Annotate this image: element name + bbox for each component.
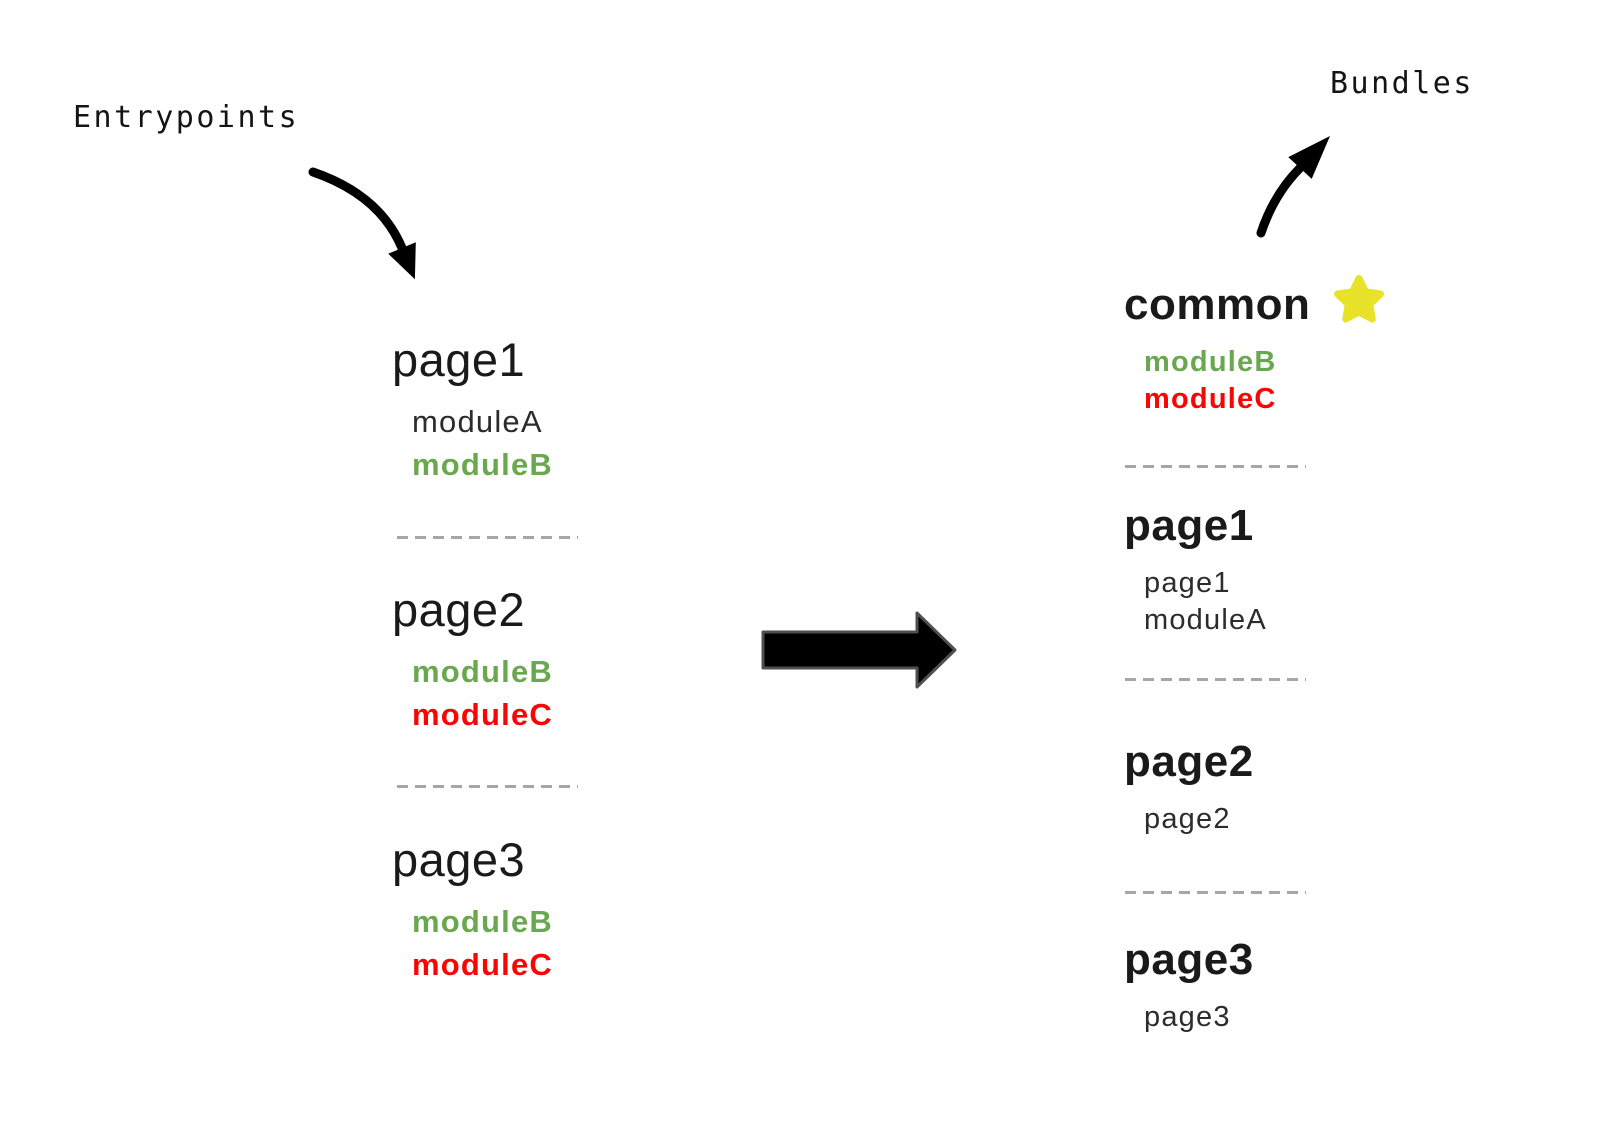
bundle-section-page3: page3 page3	[1124, 936, 1254, 1036]
entrypoint-module-list: moduleA moduleB	[412, 400, 553, 486]
section-divider	[1125, 678, 1306, 681]
entrypoints-label: Entrypoints	[73, 100, 300, 135]
bundles-label: Bundles	[1330, 66, 1474, 101]
module-label: moduleA	[412, 404, 543, 439]
module-label: moduleB	[412, 904, 554, 939]
module-label: moduleC	[1144, 383, 1277, 415]
section-divider	[1125, 891, 1306, 894]
module-label: page2	[1144, 803, 1231, 835]
bundle-name: common	[1124, 280, 1311, 329]
module-label: moduleB	[412, 447, 554, 482]
bundle-section-page2: page2 page2	[1124, 738, 1254, 838]
bundle-section-common: common moduleB moduleC	[1124, 274, 1388, 418]
star-icon	[1330, 271, 1388, 327]
module-label: moduleB	[1144, 346, 1277, 378]
module-label: page3	[1144, 1001, 1231, 1033]
bundle-module-list: page1 moduleA	[1144, 565, 1267, 639]
section-divider	[1125, 465, 1306, 468]
section-divider	[397, 785, 578, 788]
bundle-name-heading: page3	[1124, 936, 1254, 984]
module-label: moduleC	[412, 697, 554, 732]
entrypoint-section-page1: page1 moduleA moduleB	[392, 334, 553, 486]
entrypoint-name: page1	[392, 333, 526, 386]
entrypoint-section-page3: page3 moduleB moduleC	[392, 834, 553, 986]
module-label: moduleC	[412, 947, 554, 982]
entrypoint-name-heading: page2	[392, 584, 553, 636]
bundles-arrow-icon	[1256, 136, 1330, 238]
bundle-name: page2	[1124, 737, 1254, 786]
bundle-module-list: moduleB moduleC	[1144, 344, 1388, 418]
entrypoint-name: page3	[392, 833, 526, 886]
bundle-name-heading: common	[1124, 274, 1388, 329]
bundle-module-list: page3	[1144, 999, 1254, 1036]
transform-arrow-icon	[761, 611, 957, 689]
entrypoint-name-heading: page1	[392, 334, 553, 386]
entrypoint-module-list: moduleB moduleC	[412, 900, 553, 986]
bundle-section-page1: page1 page1 moduleA	[1124, 502, 1267, 639]
entrypoint-name-heading: page3	[392, 834, 553, 886]
entrypoint-name: page2	[392, 583, 526, 636]
bundle-name-heading: page1	[1124, 502, 1267, 550]
entrypoints-arrow-icon	[308, 167, 416, 280]
entrypoint-section-page2: page2 moduleB moduleC	[392, 584, 553, 736]
bundle-name: page1	[1124, 501, 1254, 550]
bundle-name: page3	[1124, 935, 1254, 984]
section-divider	[397, 536, 578, 539]
module-label: page1	[1144, 567, 1231, 599]
entrypoint-module-list: moduleB moduleC	[412, 650, 553, 736]
module-label: moduleA	[1144, 604, 1267, 636]
module-label: moduleB	[412, 654, 554, 689]
bundle-module-list: page2	[1144, 801, 1254, 838]
bundle-name-heading: page2	[1124, 738, 1254, 786]
